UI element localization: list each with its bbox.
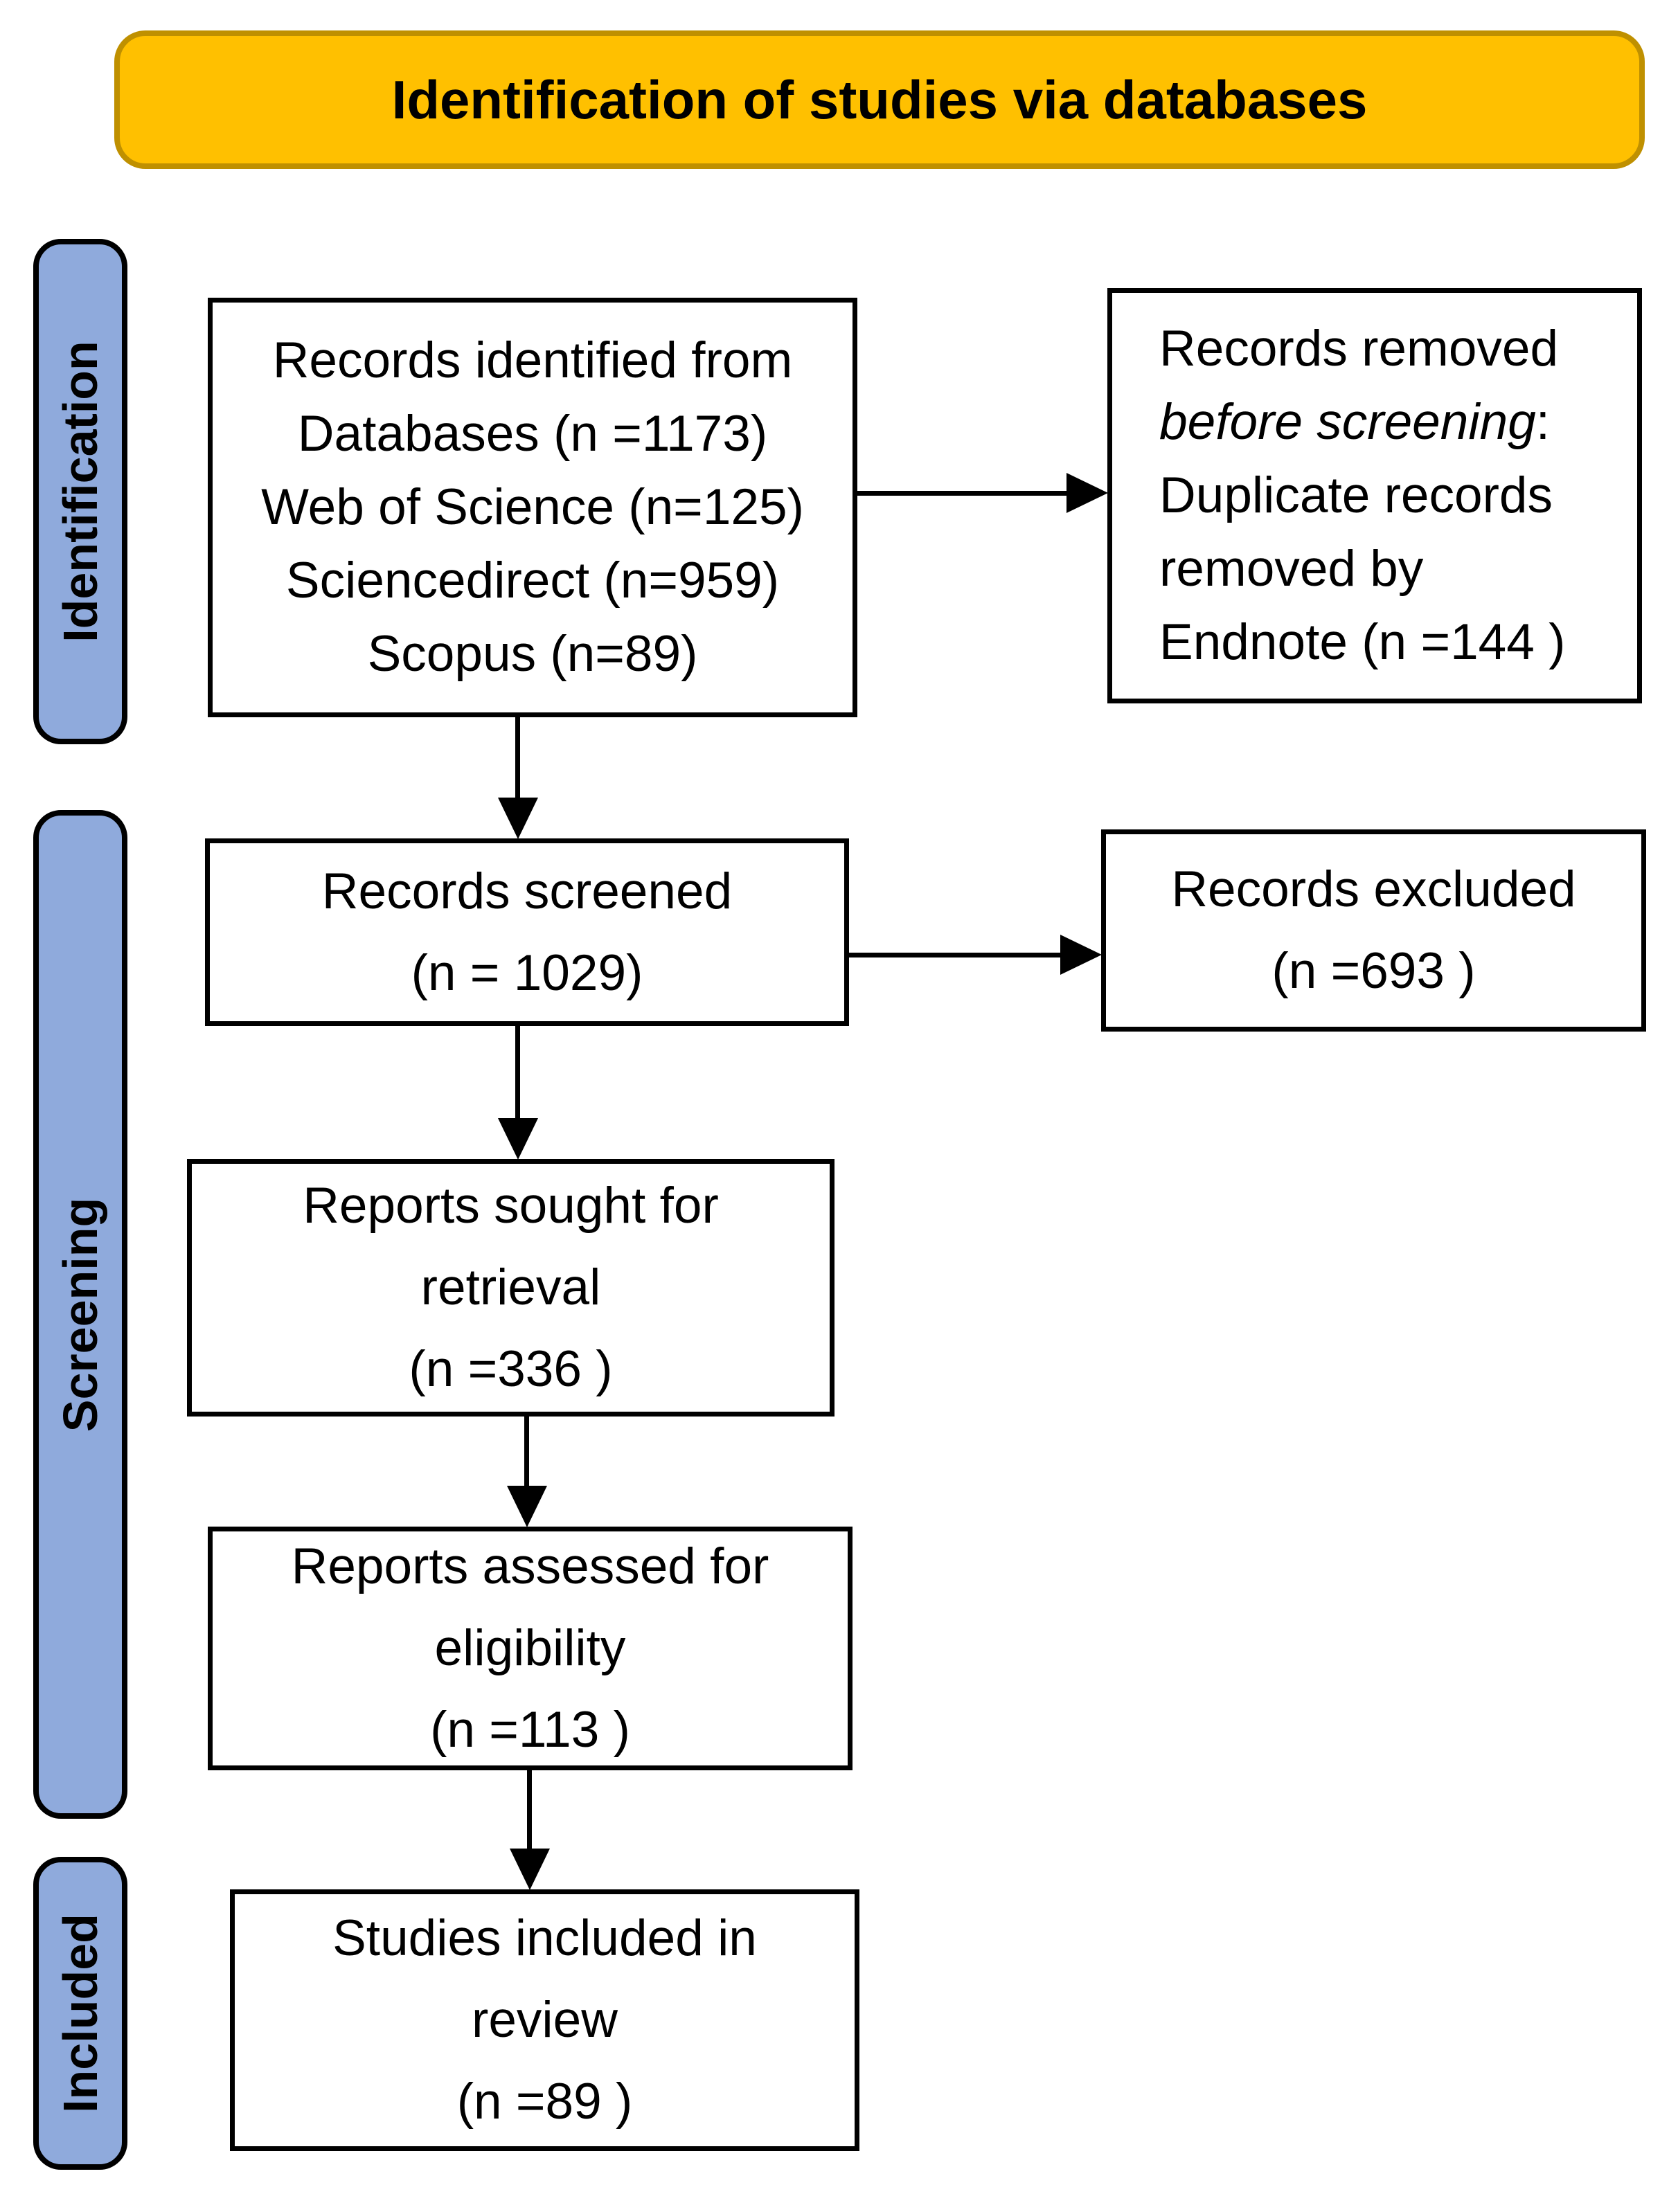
title-banner: Identification of studies via databases: [114, 30, 1645, 169]
box-line: Reports assessed for: [291, 1538, 769, 1594]
diagram-title: Identification of studies via databases: [391, 69, 1368, 130]
arrow-assessed-to-included-line: [527, 1770, 532, 1857]
box-records-excluded: Records excluded (n =693 ): [1101, 829, 1646, 1032]
box-line: (n = 1029): [411, 944, 643, 1001]
box-line: Records identified from: [272, 332, 793, 388]
box-line: Scopus (n=89): [367, 626, 698, 682]
arrowhead-right-icon: [1066, 473, 1108, 513]
stage-bar-identification: Identification: [33, 239, 127, 744]
box-line: (n =693 ): [1271, 943, 1476, 999]
box-line: retrieval: [420, 1259, 601, 1315]
arrow-screened-to-excluded-line: [849, 953, 1065, 957]
box-line: Studies included in: [332, 1910, 757, 1966]
box-line: Records excluded: [1171, 861, 1576, 917]
arrowhead-down-icon: [498, 1118, 538, 1160]
box-line: Duplicate records: [1159, 467, 1553, 523]
box-line: eligibility: [434, 1620, 626, 1676]
stage-label-identification: Identification: [53, 341, 107, 642]
box-line: Records screened: [321, 863, 733, 919]
box-records-identified: Records identified from Databases (n =11…: [208, 298, 857, 717]
box-reports-sought: Reports sought for retrieval (n =336 ): [187, 1159, 834, 1417]
box-records-removed: Records removed before screening: Duplic…: [1107, 288, 1642, 703]
box-line: before screening:: [1159, 386, 1630, 459]
box-line: review: [472, 1992, 618, 2048]
stage-bar-screening: Screening: [33, 810, 127, 1819]
stage-label-included: Included: [53, 1914, 107, 2113]
box-line: Web of Science (n=125): [261, 479, 804, 535]
box-reports-assessed: Reports assessed for eligibility (n =113…: [208, 1527, 853, 1770]
box-line: Records removed: [1159, 321, 1559, 377]
box-studies-included: Studies included in review (n =89 ): [230, 1889, 859, 2151]
arrow-screened-to-sought-line: [515, 1026, 520, 1124]
arrowhead-down-icon: [498, 798, 538, 839]
box-line: Endnote (n =144 ): [1159, 614, 1566, 670]
arrow-identified-to-screened-line: [515, 717, 520, 804]
box-line: (n =113 ): [430, 1702, 630, 1758]
box-line: Reports sought for: [303, 1178, 719, 1234]
stage-bar-included: Included: [33, 1857, 127, 2170]
box-line: (n =336 ): [409, 1341, 613, 1397]
italic-phrase: before screening: [1159, 394, 1536, 450]
box-line: Databases (n =1173): [297, 406, 768, 462]
stage-label-screening: Screening: [53, 1197, 107, 1432]
box-line: (n =89 ): [456, 2074, 633, 2130]
box-line: removed by: [1159, 541, 1424, 597]
box-records-screened: Records screened (n = 1029): [205, 838, 849, 1026]
arrow-sought-to-assessed-line: [524, 1417, 529, 1493]
arrowhead-down-icon: [510, 1849, 550, 1890]
arrowhead-right-icon: [1060, 935, 1102, 975]
arrow-identified-to-removed-line: [857, 491, 1073, 496]
box-line: Sciencedirect (n=959): [285, 552, 780, 609]
arrowhead-down-icon: [507, 1486, 547, 1527]
box-line-rest: :: [1535, 394, 1551, 450]
